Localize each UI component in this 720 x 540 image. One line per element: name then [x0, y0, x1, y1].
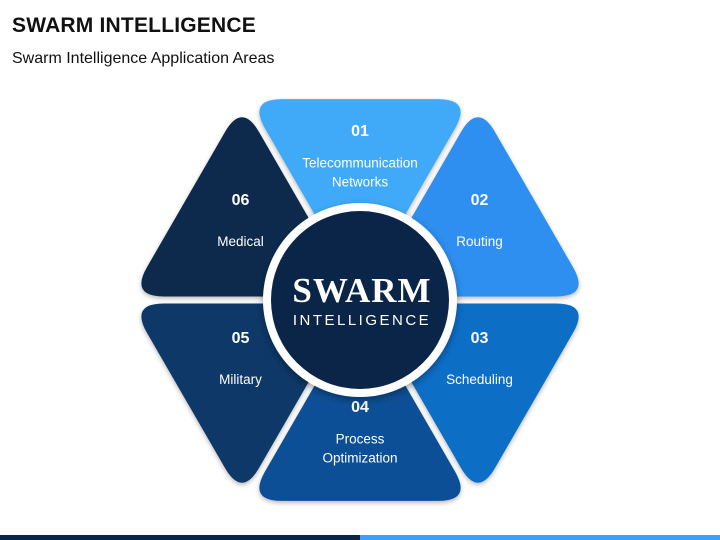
segment-label-01: Networks	[332, 175, 389, 190]
segment-number-06: 06	[232, 192, 250, 209]
page-title: SWARM INTELLIGENCE	[12, 14, 256, 37]
center-title: SWARM	[292, 271, 431, 310]
segment-label-02: Routing	[456, 234, 503, 249]
footer-bar-dark	[0, 535, 360, 540]
segment-number-04: 04	[351, 399, 369, 416]
footer-bar	[0, 535, 720, 540]
segment-04	[259, 353, 461, 501]
segment-number-01: 01	[351, 123, 369, 140]
segment-number-05: 05	[232, 330, 250, 347]
segment-number-03: 03	[471, 330, 489, 347]
segment-label-04: Optimization	[322, 451, 397, 466]
page-subtitle: Swarm Intelligence Application Areas	[12, 50, 275, 67]
segment-label-03: Scheduling	[446, 372, 513, 387]
segment-label-01: Telecommunication	[302, 156, 418, 171]
center-circle	[271, 211, 449, 389]
segment-label-05: Military	[219, 372, 262, 387]
segment-01	[259, 99, 461, 247]
segment-label-04: Process	[336, 432, 385, 447]
center-subtitle: INTELLIGENCE	[293, 312, 431, 329]
footer-bar-light	[360, 535, 720, 540]
segment-label-06: Medical	[217, 234, 264, 249]
segment-number-02: 02	[471, 192, 489, 209]
